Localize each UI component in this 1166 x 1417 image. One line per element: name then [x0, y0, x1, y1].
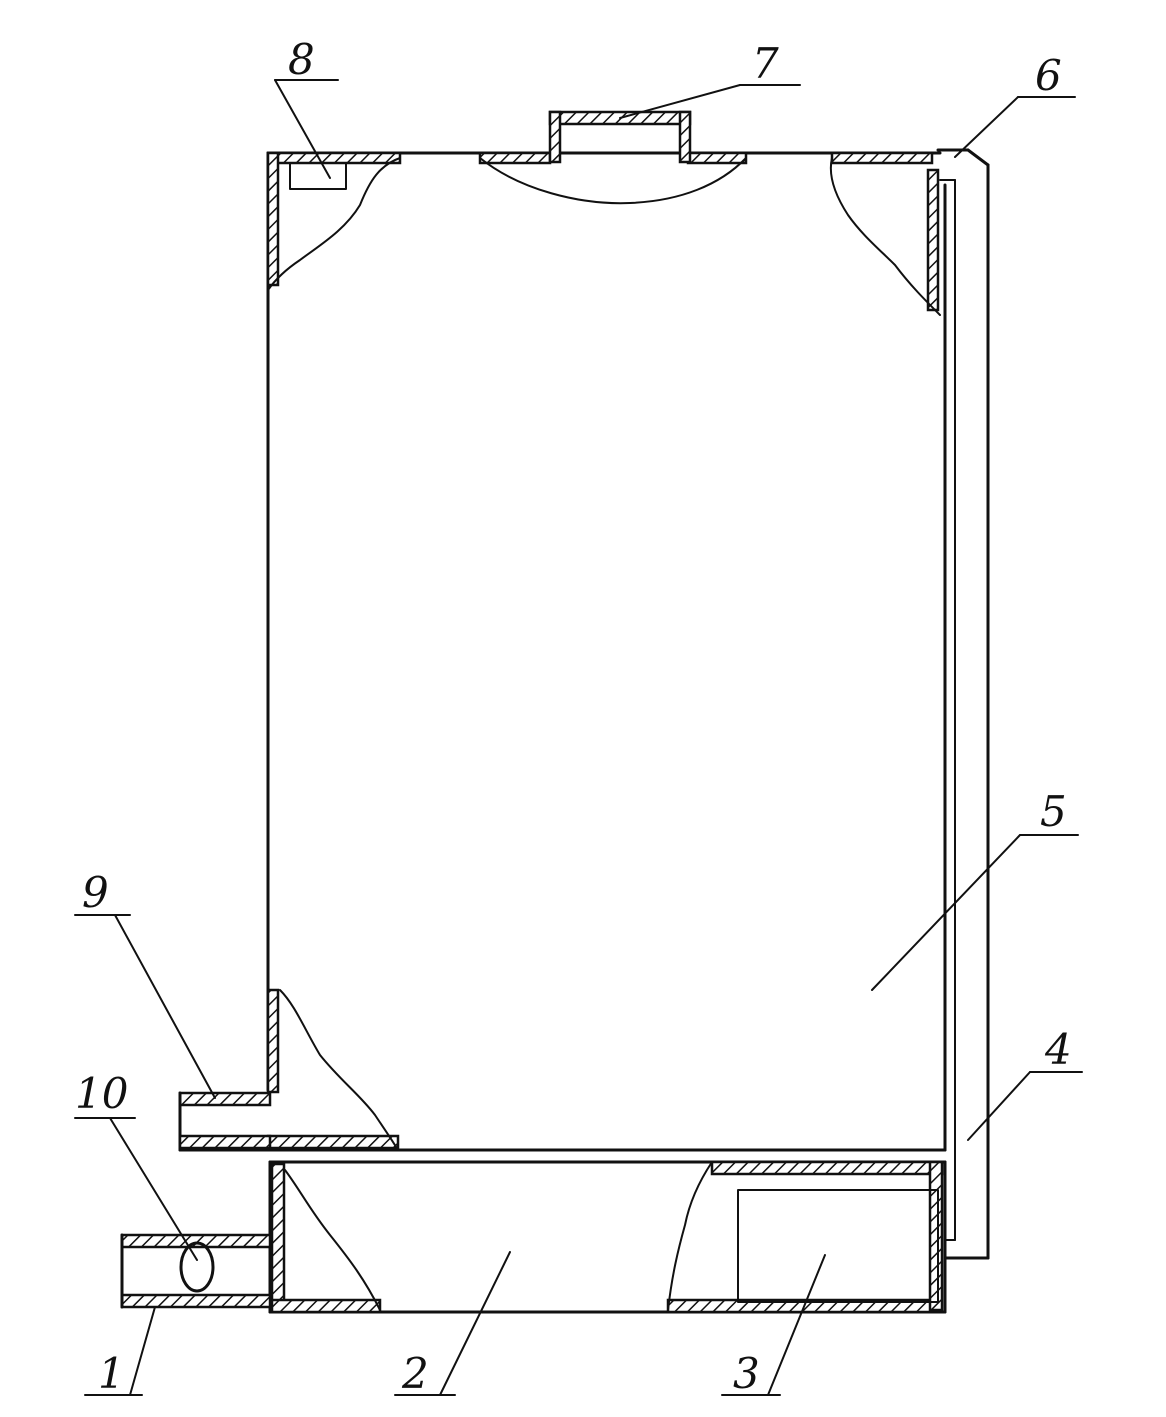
vent-box [289, 162, 347, 190]
label-3: 3 [733, 1349, 760, 1398]
label-1: 1 [98, 1349, 125, 1398]
label-9: 9 [82, 868, 109, 917]
left-wall-lower-section [266, 988, 280, 1094]
top-wall-right-section [830, 151, 934, 165]
label-7: 7 [752, 39, 779, 88]
inlet-dome [479, 157, 747, 205]
break-line-top-right [829, 157, 941, 316]
label-8: 8 [288, 35, 315, 84]
left-wall-upper-section [266, 151, 280, 287]
top-wall-left-section [266, 151, 402, 165]
float-ball-10 [179, 1241, 215, 1293]
labels: 8 7 6 5 4 9 10 1 2 3 [74, 35, 1083, 1398]
label-10: 10 [75, 1069, 128, 1118]
top-wall-middle-left [478, 151, 552, 165]
bottom-wall-left-section [266, 1134, 400, 1150]
lower-chamber [268, 1160, 947, 1314]
break-line-top-left [267, 157, 401, 291]
upper-tank [266, 151, 947, 1152]
inlet-pipe-1 [120, 1233, 272, 1309]
label-6: 6 [1035, 51, 1062, 100]
outlet-pipe-9 [178, 1091, 272, 1152]
label-4: 4 [1044, 1025, 1072, 1074]
label-5: 5 [1040, 787, 1067, 836]
right-wall-upper-section [926, 168, 940, 312]
inner-box-3 [737, 1189, 939, 1303]
side-tube [936, 148, 990, 1260]
top-wall-middle-right [686, 151, 748, 165]
label-2: 2 [401, 1349, 429, 1398]
break-line-bottom-left [279, 989, 399, 1151]
